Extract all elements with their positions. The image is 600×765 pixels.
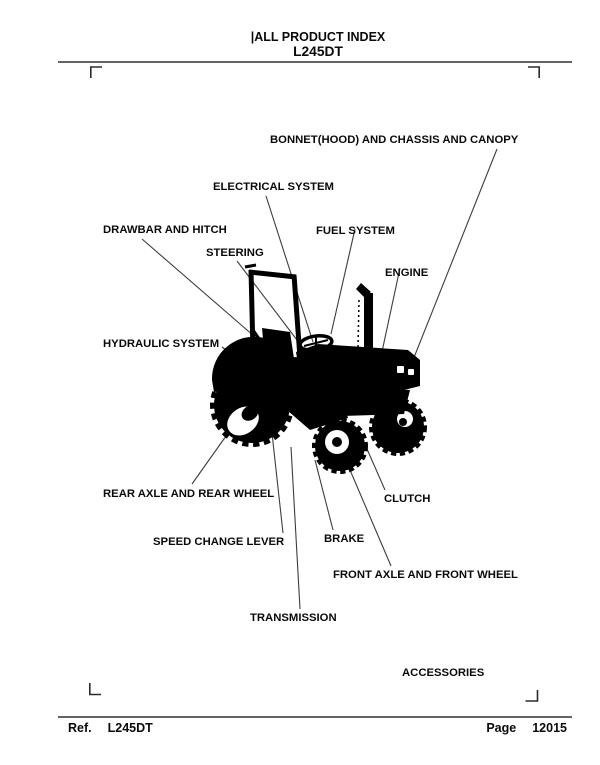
part-label-brake[interactable]: BRAKE	[324, 533, 365, 545]
crop-mark-top-left-icon	[90, 66, 102, 78]
ref-value: L245DT	[107, 721, 153, 735]
part-label-bonnet-hood-chassis-canopy[interactable]: BONNET(HOOD) AND CHASSIS AND CANOPY	[270, 134, 519, 146]
page-label: Page	[486, 721, 517, 735]
footer-rule	[58, 716, 572, 718]
footer-ref: Ref. L245DT	[68, 722, 153, 735]
leader-line-rear-axle-and-rear-wheel	[191, 428, 232, 485]
leader-line-brake	[314, 459, 334, 531]
leader-line-speed-change-lever	[270, 423, 284, 534]
part-label-clutch[interactable]: CLUTCH	[384, 493, 431, 505]
page-title: |ALL PRODUCT INDEX	[250, 30, 386, 44]
part-label-rear-axle-and-rear-wheel[interactable]: REAR AXLE AND REAR WHEEL	[103, 488, 275, 500]
part-label-drawbar-and-hitch[interactable]: DRAWBAR AND HITCH	[103, 224, 227, 236]
part-label-fuel-system[interactable]: FUEL SYSTEM	[316, 225, 395, 237]
leader-line-fuel-system	[330, 228, 356, 335]
part-label-front-axle-and-front-wheel[interactable]: FRONT AXLE AND FRONT WHEEL	[333, 569, 518, 581]
leader-line-bonnet-hood-chassis-canopy	[410, 148, 498, 366]
leader-line-steering	[236, 260, 298, 341]
part-label-hydraulic-system[interactable]: HYDRAULIC SYSTEM	[103, 338, 220, 350]
part-label-electrical-system[interactable]: ELECTRICAL SYSTEM	[213, 181, 334, 193]
model-code: L245DT	[293, 44, 343, 59]
leader-line-engine	[379, 267, 401, 362]
leader-line-clutch	[366, 448, 386, 491]
part-label-engine[interactable]: ENGINE	[385, 267, 429, 279]
crop-mark-bottom-left-icon	[89, 683, 101, 696]
part-label-steering[interactable]: STEERING	[206, 247, 264, 259]
leader-line-electrical-system	[265, 195, 314, 343]
part-label-transmission[interactable]: TRANSMISSION	[250, 612, 337, 624]
part-label-speed-change-lever[interactable]: SPEED CHANGE LEVER	[153, 536, 285, 548]
leader-line-front-axle-and-front-wheel	[349, 469, 392, 567]
ref-label: Ref.	[68, 721, 92, 735]
crop-marks	[89, 66, 540, 702]
leader-line-drawbar-and-hitch	[141, 238, 263, 344]
tractor-illustration	[210, 263, 427, 474]
leader-lines	[141, 148, 498, 610]
footer-page: Page 12015	[486, 722, 567, 735]
leader-line-transmission	[290, 446, 301, 610]
page-number: 12015	[532, 721, 567, 735]
part-label-accessories[interactable]: ACCESSORIES	[402, 667, 485, 679]
crop-mark-bottom-right-icon	[525, 690, 539, 702]
crop-mark-top-right-icon	[528, 66, 540, 78]
header-rule	[58, 61, 572, 63]
